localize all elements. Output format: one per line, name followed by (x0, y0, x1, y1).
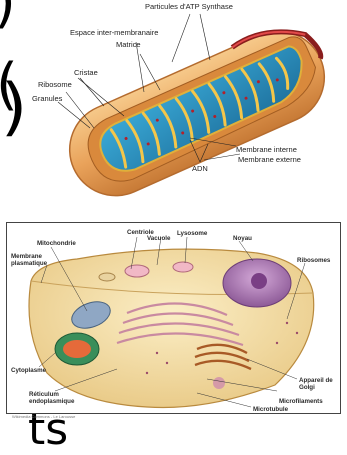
label-lysosome: Lysosome (177, 230, 207, 237)
label-plasma-membrane-line1: Membrane (11, 253, 47, 260)
label-ribosomes: Ribosomes (297, 257, 330, 264)
label-granules: Granules (32, 94, 62, 103)
label-mitochondria: Mitochondrie (37, 240, 76, 247)
label-intermembrane-space: Espace inter-membranaire (70, 28, 158, 37)
label-ribosome: Ribosome (38, 80, 72, 89)
label-microfilaments: Microfilaments (279, 398, 323, 405)
label-er: Réticulum endoplasmique (29, 391, 74, 405)
label-microtubule: Microtubule (253, 406, 288, 413)
image-caption: Wikimedia Commons - Le Larousse (12, 414, 75, 419)
mitochondrion-diagram: Particules d'ATP Synthase Espace inter-m… (40, 0, 347, 200)
label-er-line2: endoplasmique (29, 398, 74, 405)
cell-diagram: Centriole Vacuole Lysosome Noyau Mitocho… (6, 222, 341, 414)
label-atp-synthase: Particules d'ATP Synthase (145, 2, 233, 11)
label-dna: ADN (192, 164, 208, 173)
label-golgi: Appareil de Golgi (299, 377, 333, 391)
label-cytoplasm: Cytoplasme (11, 367, 46, 374)
label-golgi-line2: Golgi (299, 384, 333, 391)
edge-glyph-top-left: ) (0, 0, 16, 35)
label-matrix: Matrice (116, 40, 141, 49)
label-vacuole: Vacuole (147, 235, 170, 242)
label-plasma-membrane-line2: plasmatique (11, 260, 47, 267)
label-plasma-membrane: Membrane plasmatique (11, 253, 47, 267)
label-golgi-line1: Appareil de (299, 377, 333, 384)
edge-glyph-right: ) (1, 70, 28, 143)
label-er-line1: Réticulum (29, 391, 74, 398)
label-cristae: Cristae (74, 68, 98, 77)
label-nucleus: Noyau (233, 235, 252, 242)
cell-illustration (7, 223, 340, 413)
label-inner-membrane: Membrane interne (236, 145, 297, 154)
label-outer-membrane: Membrane externe (238, 155, 301, 164)
